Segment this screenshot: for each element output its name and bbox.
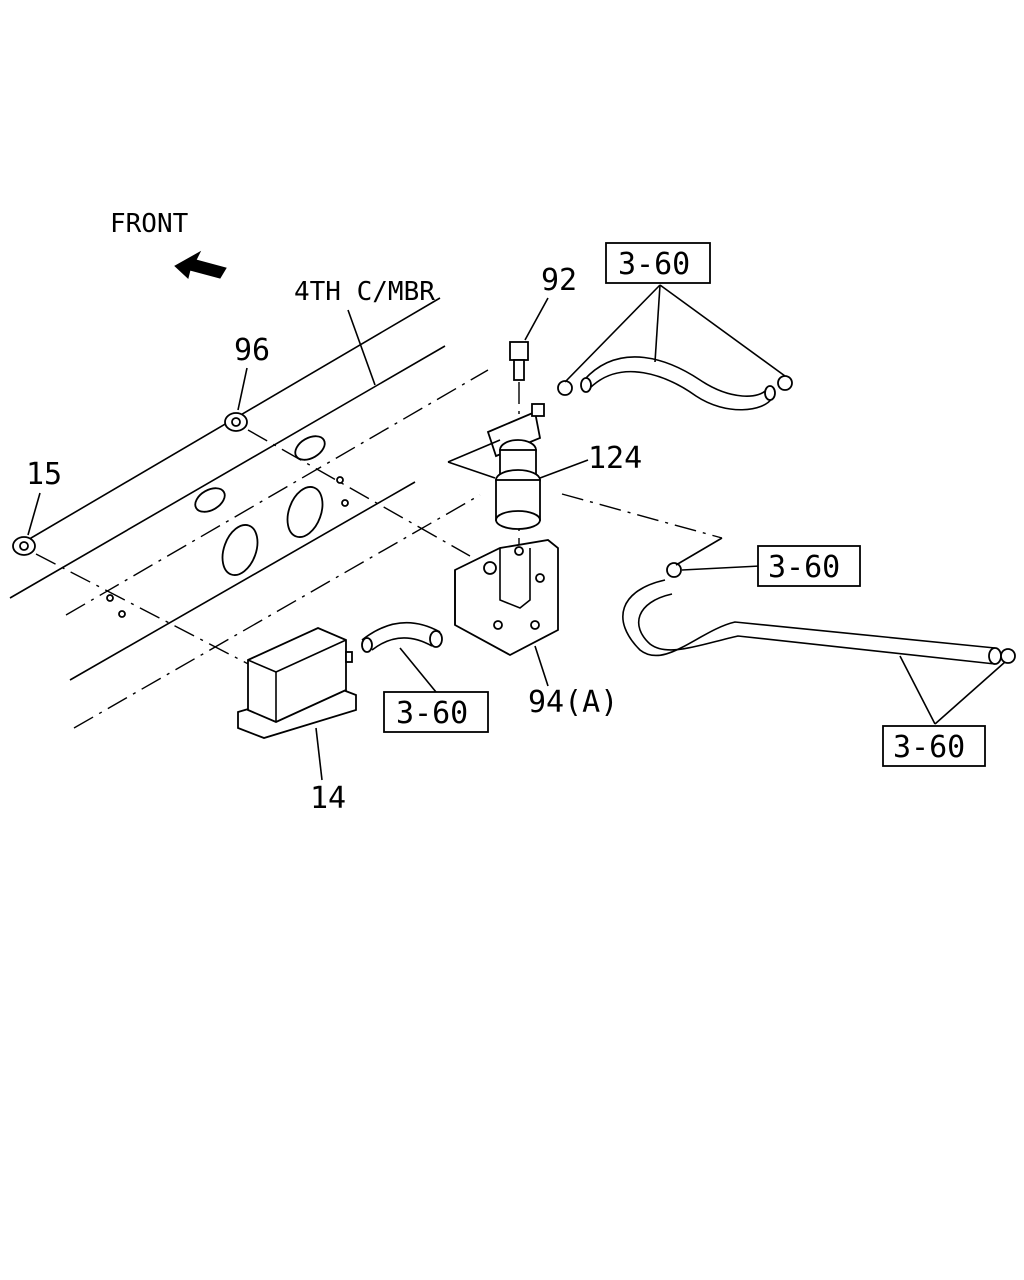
valve-hose-centerline: [561, 493, 723, 539]
part-92-label: 92: [541, 263, 577, 298]
ref-2-leader-b: [654, 284, 661, 363]
ref-1-leader: [399, 647, 437, 693]
valve-hose-line: [675, 537, 723, 566]
ref-4-leader-a: [899, 655, 936, 725]
part-96-leader: [237, 367, 248, 411]
ref-box-3[interactable]: 3-60: [757, 545, 861, 587]
ref-box-4-text: 3-60: [893, 730, 965, 765]
part-15-nut: [12, 536, 36, 556]
ref-box-3-text: 3-60: [768, 550, 840, 585]
part-14-label: 14: [310, 781, 346, 816]
part-96-label: 96: [234, 333, 270, 368]
hose-lower: [622, 562, 1016, 665]
ref-2-leader-a: [564, 284, 661, 383]
part-96-nut: [224, 412, 248, 432]
part-124-label: 124: [588, 441, 642, 476]
part-94a-bracket: [454, 539, 559, 657]
part-94a-leader: [534, 645, 549, 687]
part-15-centerline: [35, 553, 257, 669]
part-124-valve: [486, 403, 545, 530]
part-15-leader: [27, 492, 41, 536]
cross-member-frame: [9, 297, 489, 729]
part-15-label: 15: [26, 457, 62, 492]
member-label: 4TH C/MBR: [294, 277, 435, 307]
hose-short: [361, 621, 443, 653]
ref-box-4[interactable]: 3-60: [882, 725, 986, 767]
ref-box-2[interactable]: 3-60: [605, 242, 711, 284]
member-leader: [347, 309, 376, 386]
ref-2-leader-c: [659, 284, 786, 377]
part-92-leader: [524, 297, 549, 341]
front-label: FRONT: [110, 209, 189, 239]
front-arrow-icon: [174, 250, 227, 279]
part-124-leader: [539, 459, 589, 479]
part-14-relay: [237, 627, 357, 739]
hose-upper: [557, 356, 793, 411]
ref-box-1-text: 3-60: [396, 696, 468, 731]
ref-box-1[interactable]: 3-60: [383, 691, 489, 733]
part-96-centerline: [247, 429, 471, 557]
part-124-bracket-line-a: [447, 461, 496, 479]
ref-box-2-text: 3-60: [618, 247, 690, 282]
ref-3-leader: [681, 565, 761, 571]
part-14-leader: [315, 727, 323, 781]
part-124-bracket-line-b: [447, 439, 501, 463]
ref-4-leader-b: [934, 661, 1006, 725]
part-92-bolt: [509, 341, 529, 381]
part-94a-label: 94(A): [528, 685, 618, 720]
